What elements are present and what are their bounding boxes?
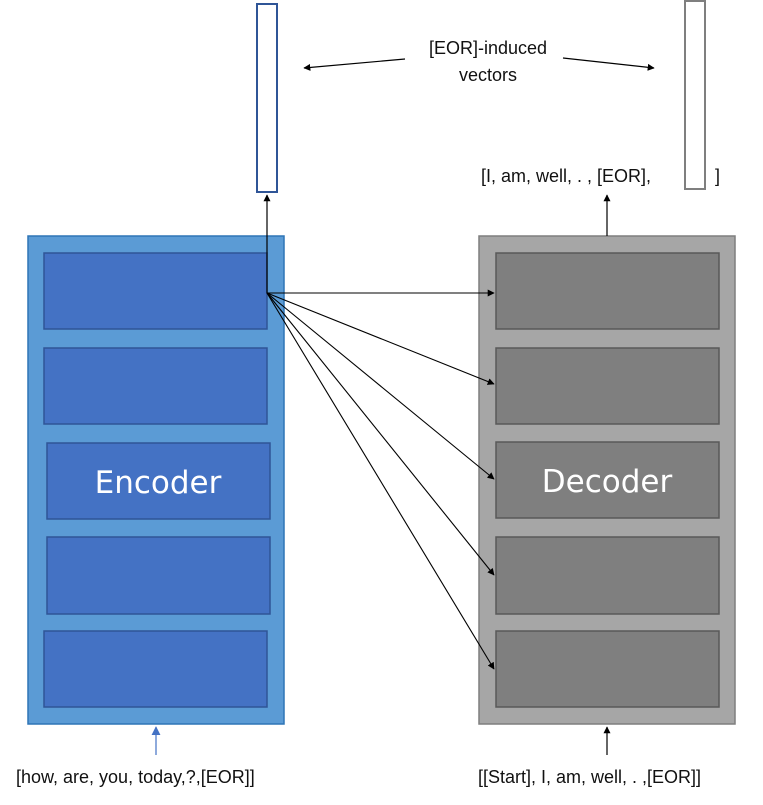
decoder-eor-vector <box>684 0 706 190</box>
encoder-label: Encoder <box>95 465 222 501</box>
decoder-input-tokens: [[Start], I, am, well, . ,[EOR]] <box>478 767 701 787</box>
encoder-layer-4 <box>46 536 271 615</box>
decoder-layer-1 <box>495 252 720 330</box>
encoder-eor-vector <box>256 3 278 193</box>
decoder-layer-4 <box>495 536 720 615</box>
decoder-layer-3 <box>495 441 720 519</box>
encoder-layer-5 <box>43 630 268 708</box>
cross-arrow-3 <box>266 292 495 480</box>
cross-arrow-4 <box>266 292 495 576</box>
cross-arrow-5 <box>266 292 495 670</box>
cross-arrow-2 <box>266 292 495 385</box>
encoder-input-tokens: [how, are, you, today,?,[EOR]] <box>16 767 255 787</box>
decoder-layer-5 <box>495 630 720 708</box>
vectors-label-line2: vectors <box>459 65 517 85</box>
arrow-to-encoder-vector <box>303 58 406 71</box>
encoder-layer-1 <box>43 252 268 330</box>
vectors-label-line1: [EOR]-induced <box>429 38 547 58</box>
decoder-output-tokens-close: ] <box>715 166 720 186</box>
cross-attention-arrows <box>266 289 495 670</box>
decoder-label: Decoder <box>542 464 673 500</box>
decoder-layer-2 <box>495 347 720 425</box>
encoder-layer-2 <box>43 347 268 425</box>
decoder-output-tokens: [I, am, well, . , [EOR], <box>481 166 651 186</box>
encoder-layer-3 <box>46 442 271 520</box>
arrow-to-decoder-vector <box>562 57 655 71</box>
